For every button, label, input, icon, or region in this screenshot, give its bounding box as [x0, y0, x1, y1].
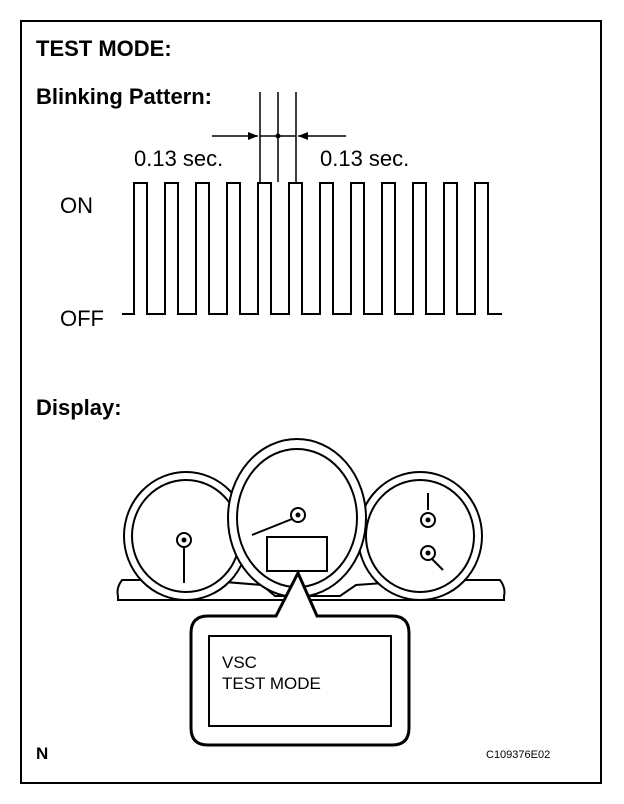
screen-line-2: TEST MODE — [222, 674, 321, 693]
right-lower-needle — [430, 557, 444, 571]
page-title: TEST MODE: — [36, 36, 172, 61]
corner-mark: N — [36, 744, 49, 763]
off-level-label: OFF — [60, 306, 104, 331]
cluster-display-window — [266, 536, 328, 572]
interval-right-label: 0.13 sec. — [320, 146, 410, 171]
blinking-pattern-heading: Blinking Pattern: — [36, 84, 213, 109]
interval-left-label: 0.13 sec. — [134, 146, 224, 171]
on-level-label: ON — [60, 193, 93, 218]
blinking-waveform — [122, 182, 502, 315]
screen-line-1: VSC — [222, 653, 257, 672]
instrument-cluster — [116, 438, 506, 601]
display-heading: Display: — [36, 395, 122, 420]
center-gauge-needle — [251, 518, 293, 536]
figure-code: C109376E02 — [486, 749, 551, 761]
callout-screen — [208, 635, 392, 727]
right-gauge-inner — [365, 479, 475, 593]
interval-center-dot — [275, 133, 281, 139]
